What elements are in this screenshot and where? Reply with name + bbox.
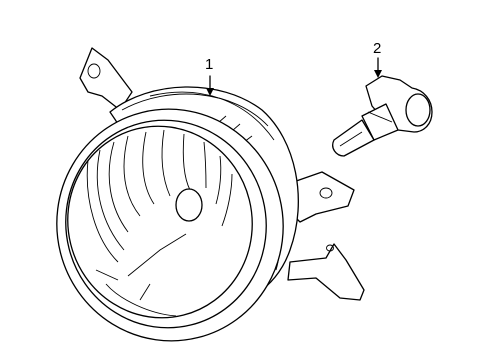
lens-fluting xyxy=(86,129,233,317)
callout-leaders xyxy=(206,57,382,96)
callout-1-arrow xyxy=(206,88,214,96)
reflector-dome xyxy=(175,188,203,222)
lower-bracket-hole xyxy=(326,244,334,252)
callout-label-1: 1 xyxy=(205,56,214,73)
lower-mounting-bracket xyxy=(287,243,365,301)
fog-lamp-assembly xyxy=(56,47,365,342)
bulb-connector-socket xyxy=(405,93,431,127)
right-tab-hole xyxy=(319,187,333,199)
callout-label-2: 2 xyxy=(373,40,382,57)
upper-mounting-bracket xyxy=(79,47,133,111)
upper-bracket-hole xyxy=(87,63,101,79)
callout-2-arrow xyxy=(374,70,382,78)
fog-lamp-bulb xyxy=(332,75,433,157)
